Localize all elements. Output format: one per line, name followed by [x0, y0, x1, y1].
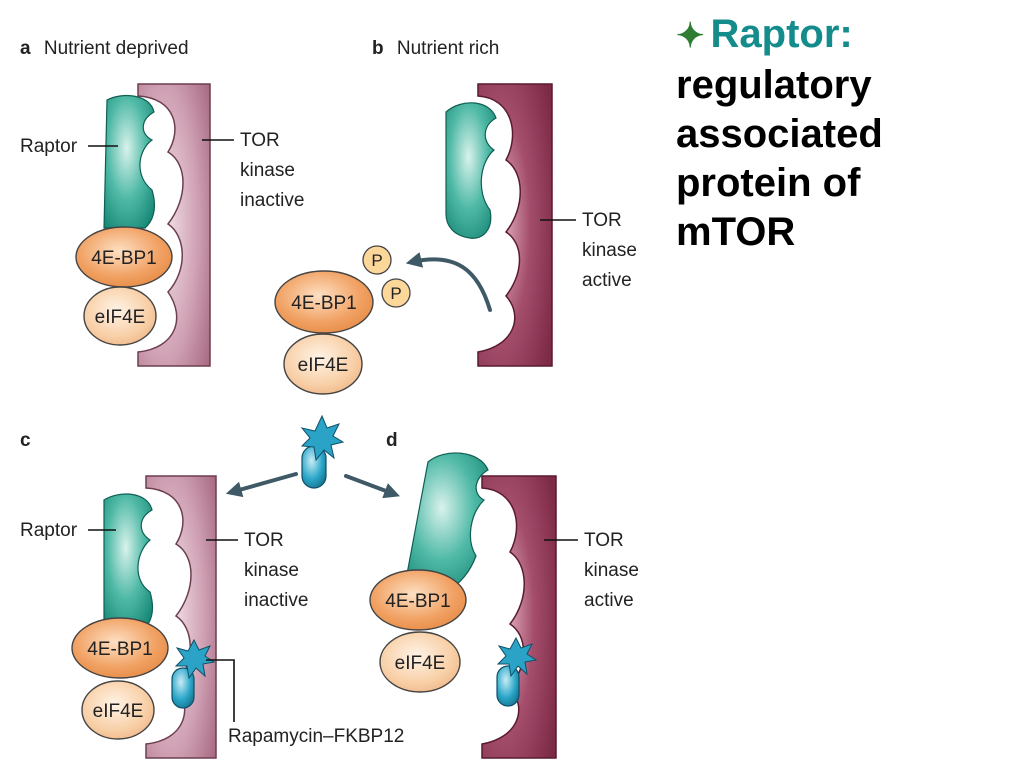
panel-a-heading: a Nutrient deprived: [20, 38, 189, 59]
rapamycin-fkbp12-complex: [496, 636, 538, 707]
eif4e-label: eIF4E: [298, 355, 349, 376]
eif4e-protein: [379, 631, 461, 693]
4e-bp1-label: 4E-BP1: [385, 591, 450, 612]
tor-label: TOR: [582, 210, 622, 231]
phosphate-label: P: [390, 284, 401, 303]
raptor-protein: [403, 452, 489, 591]
eif4e-protein: [81, 680, 155, 740]
panel-a-letter: a: [20, 38, 31, 59]
panel-b-letter: b: [372, 38, 384, 59]
eif4e-label: eIF4E: [93, 701, 144, 722]
definition-line: regulatory: [676, 63, 872, 107]
raptor-protein: [103, 493, 154, 629]
eif4e-protein: [83, 286, 157, 346]
tor-kinase-shape: [137, 83, 211, 367]
eif4e-label: eIF4E: [95, 307, 146, 328]
definition-term: Raptor:: [710, 12, 853, 56]
definition-line: protein of: [676, 161, 861, 205]
kinase-label: kinase: [582, 240, 637, 261]
star-bullet-icon: ✦: [676, 17, 705, 55]
panel-c: c 4E-BP1 eIF4E Raptor TOR kinase inactiv…: [20, 430, 404, 759]
eif4e-label: eIF4E: [395, 653, 446, 674]
raptor-protein: [103, 94, 156, 229]
tor-kinase-shape: [145, 475, 217, 759]
panel-b-heading: b Nutrient rich: [372, 38, 499, 59]
active-label: active: [582, 270, 632, 291]
rapamycin-fkbp12-complex: [171, 638, 216, 709]
tor-kinase-shape: [481, 475, 557, 759]
panel-b: b Nutrient rich 4E-BP1 eIF4E P P TOR kin…: [274, 38, 637, 395]
tor-kinase-shape: [477, 83, 553, 367]
inactive-label: inactive: [244, 590, 308, 611]
panel-d-letter: d: [386, 430, 398, 451]
definition-line: associated: [676, 112, 883, 156]
panel-d: d 4E-BP1 eIF4E TOR kinase active: [369, 430, 639, 759]
4e-bp1-protein: [274, 270, 374, 334]
4e-bp1-protein: [369, 569, 467, 631]
tor-signaling-diagram: a Nutrient deprived 4E-BP1 eIF4E Raptor …: [20, 38, 639, 759]
free-rapamycin: [300, 414, 345, 489]
arrow-to-panel-c: [225, 472, 298, 498]
tor-label: TOR: [244, 530, 284, 551]
4e-bp1-label: 4E-BP1: [291, 293, 356, 314]
definition-heading: ✦Raptor:: [676, 10, 1016, 61]
raptor-label: Raptor: [20, 136, 78, 157]
inactive-label: inactive: [240, 190, 304, 211]
panel-a-title: Nutrient deprived: [44, 38, 189, 59]
panel-a: a Nutrient deprived 4E-BP1 eIF4E Raptor …: [20, 38, 304, 367]
phosphate-circle: [381, 278, 411, 308]
phosphate-label: P: [371, 251, 382, 270]
rapamycin-fkbp12-label: Rapamycin–FKBP12: [228, 726, 404, 747]
tor-label: TOR: [240, 130, 280, 151]
panel-b-title: Nutrient rich: [397, 38, 499, 59]
eif4e-protein: [283, 333, 363, 395]
phosphate-circle: [362, 245, 392, 275]
raptor-label: Raptor: [20, 520, 78, 541]
raptor-protein: [445, 102, 497, 239]
definition-line: mTOR: [676, 210, 796, 254]
panel-d-heading: d: [386, 430, 398, 451]
kinase-label: kinase: [244, 560, 299, 581]
arrow-to-panel-d: [344, 474, 400, 499]
kinase-label: kinase: [584, 560, 639, 581]
4e-bp1-label: 4E-BP1: [91, 248, 156, 269]
4e-bp1-label: 4E-BP1: [87, 639, 152, 660]
active-label: active: [584, 590, 634, 611]
raptor-definition: ✦Raptor: regulatory associated protein o…: [676, 10, 1016, 257]
panel-c-letter: c: [20, 430, 31, 451]
tor-label: TOR: [584, 530, 624, 551]
leader-line: [206, 659, 235, 722]
kinase-label: kinase: [240, 160, 295, 181]
4e-bp1-protein: [71, 617, 169, 679]
phosphorylation-arrow: [405, 252, 492, 312]
panel-c-heading: c: [20, 430, 31, 451]
